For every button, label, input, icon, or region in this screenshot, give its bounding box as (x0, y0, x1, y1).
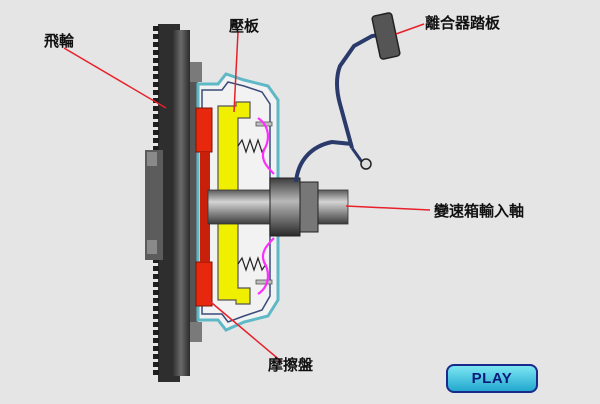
flywheel-tooth (153, 98, 159, 103)
flywheel-tooth (153, 50, 159, 55)
pivot-pin (360, 158, 372, 170)
release-lever-pivot-bottom (255, 279, 273, 285)
flywheel-tooth (153, 258, 159, 263)
label-input-shaft: 變速箱輸入軸 (434, 202, 525, 220)
flywheel-hub (145, 150, 163, 260)
flywheel-tooth (153, 314, 159, 319)
flywheel-tooth (153, 354, 159, 359)
leader-friction-disc (205, 297, 283, 363)
flywheel-tooth (153, 122, 159, 127)
release-bearing (269, 177, 301, 237)
label-pressure-plate: 壓板 (229, 17, 260, 35)
flywheel-tooth (153, 34, 159, 39)
friction-pad-bottom (195, 261, 213, 307)
flywheel-bolt-top (147, 152, 157, 166)
spring-bottom (237, 256, 267, 272)
flywheel-tooth (153, 82, 159, 87)
flywheel-face (172, 30, 190, 376)
flywheel-tooth (153, 74, 159, 79)
flywheel-tooth (153, 370, 159, 375)
leader-lines (63, 23, 431, 363)
play-button[interactable]: PLAY (446, 364, 538, 393)
flywheel-tooth (153, 306, 159, 311)
label-flywheel: 飛輪 (44, 32, 75, 50)
pedal-pad[interactable] (371, 12, 401, 60)
flywheel-tooth (153, 146, 159, 151)
pedal-linkage (294, 12, 401, 183)
flywheel-tooth (153, 106, 159, 111)
flywheel-tooth (153, 362, 159, 367)
diaphragm-finger-top (257, 117, 275, 175)
flywheel-tooth (153, 346, 159, 351)
label-clutch-pedal: 離合器踏板 (425, 14, 501, 32)
flywheel-tooth (153, 266, 159, 271)
flywheel-rim (190, 78, 198, 328)
flywheel-tooth (153, 66, 159, 71)
flywheel-tooth (153, 274, 159, 279)
diaphragm-finger-bottom (257, 237, 275, 295)
flywheel-tooth (153, 290, 159, 295)
pedal-arm (335, 32, 389, 149)
release-fork (294, 139, 353, 183)
flywheel-tooth (153, 42, 159, 47)
friction-disc-hub (200, 152, 210, 262)
flywheel-tooth (153, 138, 159, 143)
flywheel-tooth (153, 130, 159, 135)
cover-bolt-bottom (190, 322, 202, 342)
pressure-springs (237, 117, 275, 295)
label-friction-disc: 摩擦盤 (268, 356, 314, 374)
flywheel (145, 24, 202, 382)
flywheel-tooth (153, 58, 159, 63)
flywheel-tooth (153, 26, 159, 31)
flywheel-tooth (153, 330, 159, 335)
flywheel-tooth (153, 322, 159, 327)
flywheel-bolt-bottom (147, 240, 157, 254)
spring-top (237, 138, 267, 154)
fork-link (350, 147, 364, 163)
flywheel-tooth (153, 90, 159, 95)
leader-pressure-plate (233, 31, 239, 113)
leader-flywheel (63, 47, 167, 109)
friction-pad-top (195, 107, 213, 153)
flywheel-tooth (153, 338, 159, 343)
flywheel-tooth (153, 114, 159, 119)
leader-input-shaft (345, 205, 431, 211)
clutch-cover-inner (201, 81, 271, 323)
flywheel-tooth (153, 282, 159, 287)
release-bearing-sleeve (299, 181, 319, 233)
flywheel-tooth (153, 298, 159, 303)
cover-bolt-top (190, 62, 202, 82)
friction-disc (195, 107, 213, 307)
leader-pedal (395, 23, 425, 35)
